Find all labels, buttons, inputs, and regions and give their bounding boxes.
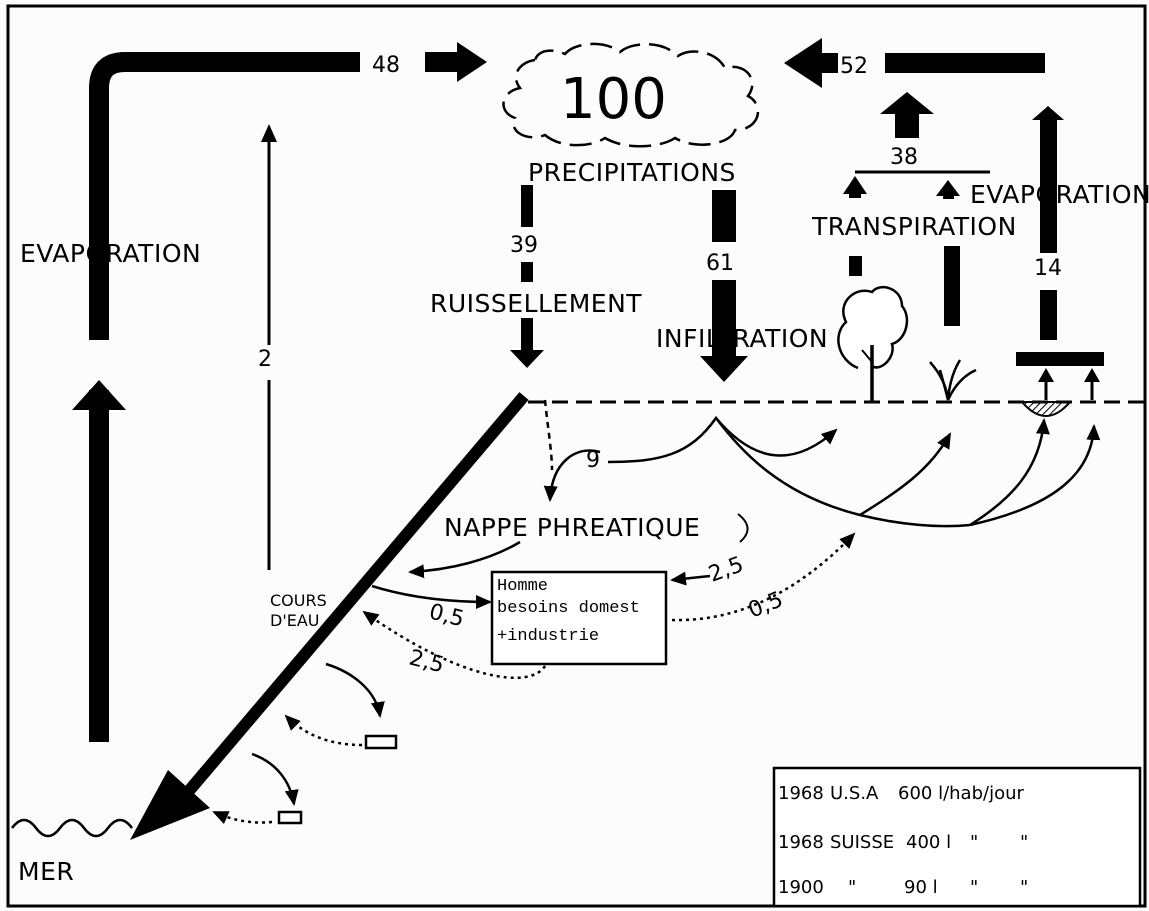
runoff-label: RUISSELLEMENT [430,289,642,318]
to-river-value: 2,5 [407,646,447,679]
table-row-2-year: 1968 [778,832,824,853]
table-row-3-ditto1: " [970,877,978,898]
soil-evaporation-arrow [1016,118,1104,417]
groundwater-bracket [737,513,749,543]
table-row-1-amount: 600 l/hab/jour [898,783,1024,804]
table-row-2-amount: 400 l [906,832,951,853]
transpiration-arrows [843,170,990,326]
river-to-sea-arrow [130,392,529,840]
table-row-1-place: U.S.A [830,783,879,804]
groundwater-value: 9 [586,448,600,473]
sea-evaporation-value: 48 [372,53,400,78]
table-row-2-ditto2: " [1020,832,1028,853]
precipitation-value: 100 [560,67,667,132]
table-row-3-year: 1900 [778,877,824,898]
human-flow-arrows [362,532,856,680]
land-return-value: 52 [840,54,868,79]
human-box-line2: besoins domest [497,599,640,618]
precipitation-label: PRECIPITATIONS [528,158,736,187]
vegetation-value: 38 [890,145,918,170]
runoff-arrow [510,185,544,368]
sea-waves [11,818,133,838]
runoff-value: 39 [510,233,538,258]
diagram-frame [6,4,1147,908]
infiltration-arrow [700,190,748,382]
infiltration-value: 61 [706,251,734,276]
table-row-3-place: " [848,877,856,898]
transpiration-label: TRANSPIRATION [811,212,1017,241]
human-box-line1: Homme [497,577,548,596]
soil-evaporation-value: 14 [1034,256,1062,281]
river-label-line2: D'EAU [270,611,319,630]
human-box-line3: +industrie [497,627,599,646]
table-row-3-ditto2: " [1020,877,1028,898]
river-label-line1: COURS [270,591,327,610]
consumption-table [772,766,1142,908]
river-evaporation-value: 2 [258,347,272,372]
reservoir-arrows [212,662,398,825]
cloud-icon [502,42,760,148]
grass-icon [929,359,977,401]
groundwater-table-label: NAPPE PHREATIQUE [444,513,700,542]
sea-evaporation-arrow [72,42,487,742]
table-row-2-ditto1: " [970,832,978,853]
tree-icon [837,286,909,402]
table-row-2-place: SUISSE [830,832,894,853]
from-groundwater-value: 2,5 [706,552,747,587]
from-river-value: 0,5 [427,600,467,633]
groundwater-flow-lines [543,399,1101,528]
river-evaporation-arrow [261,124,277,570]
table-row-1-year: 1968 [778,783,824,804]
sea-label: MER [18,857,74,886]
sea-evaporation-label: EVAPORATION [20,239,201,268]
land-return-arrow [784,38,1064,138]
soil-evaporation-label: EVAPORATION [970,180,1149,209]
human-use-box [490,570,668,666]
infiltration-label: INFILTRATION [656,324,828,353]
groundwater-to-river-arrow [408,540,521,579]
table-row-3-amount: 90 l [904,877,938,898]
